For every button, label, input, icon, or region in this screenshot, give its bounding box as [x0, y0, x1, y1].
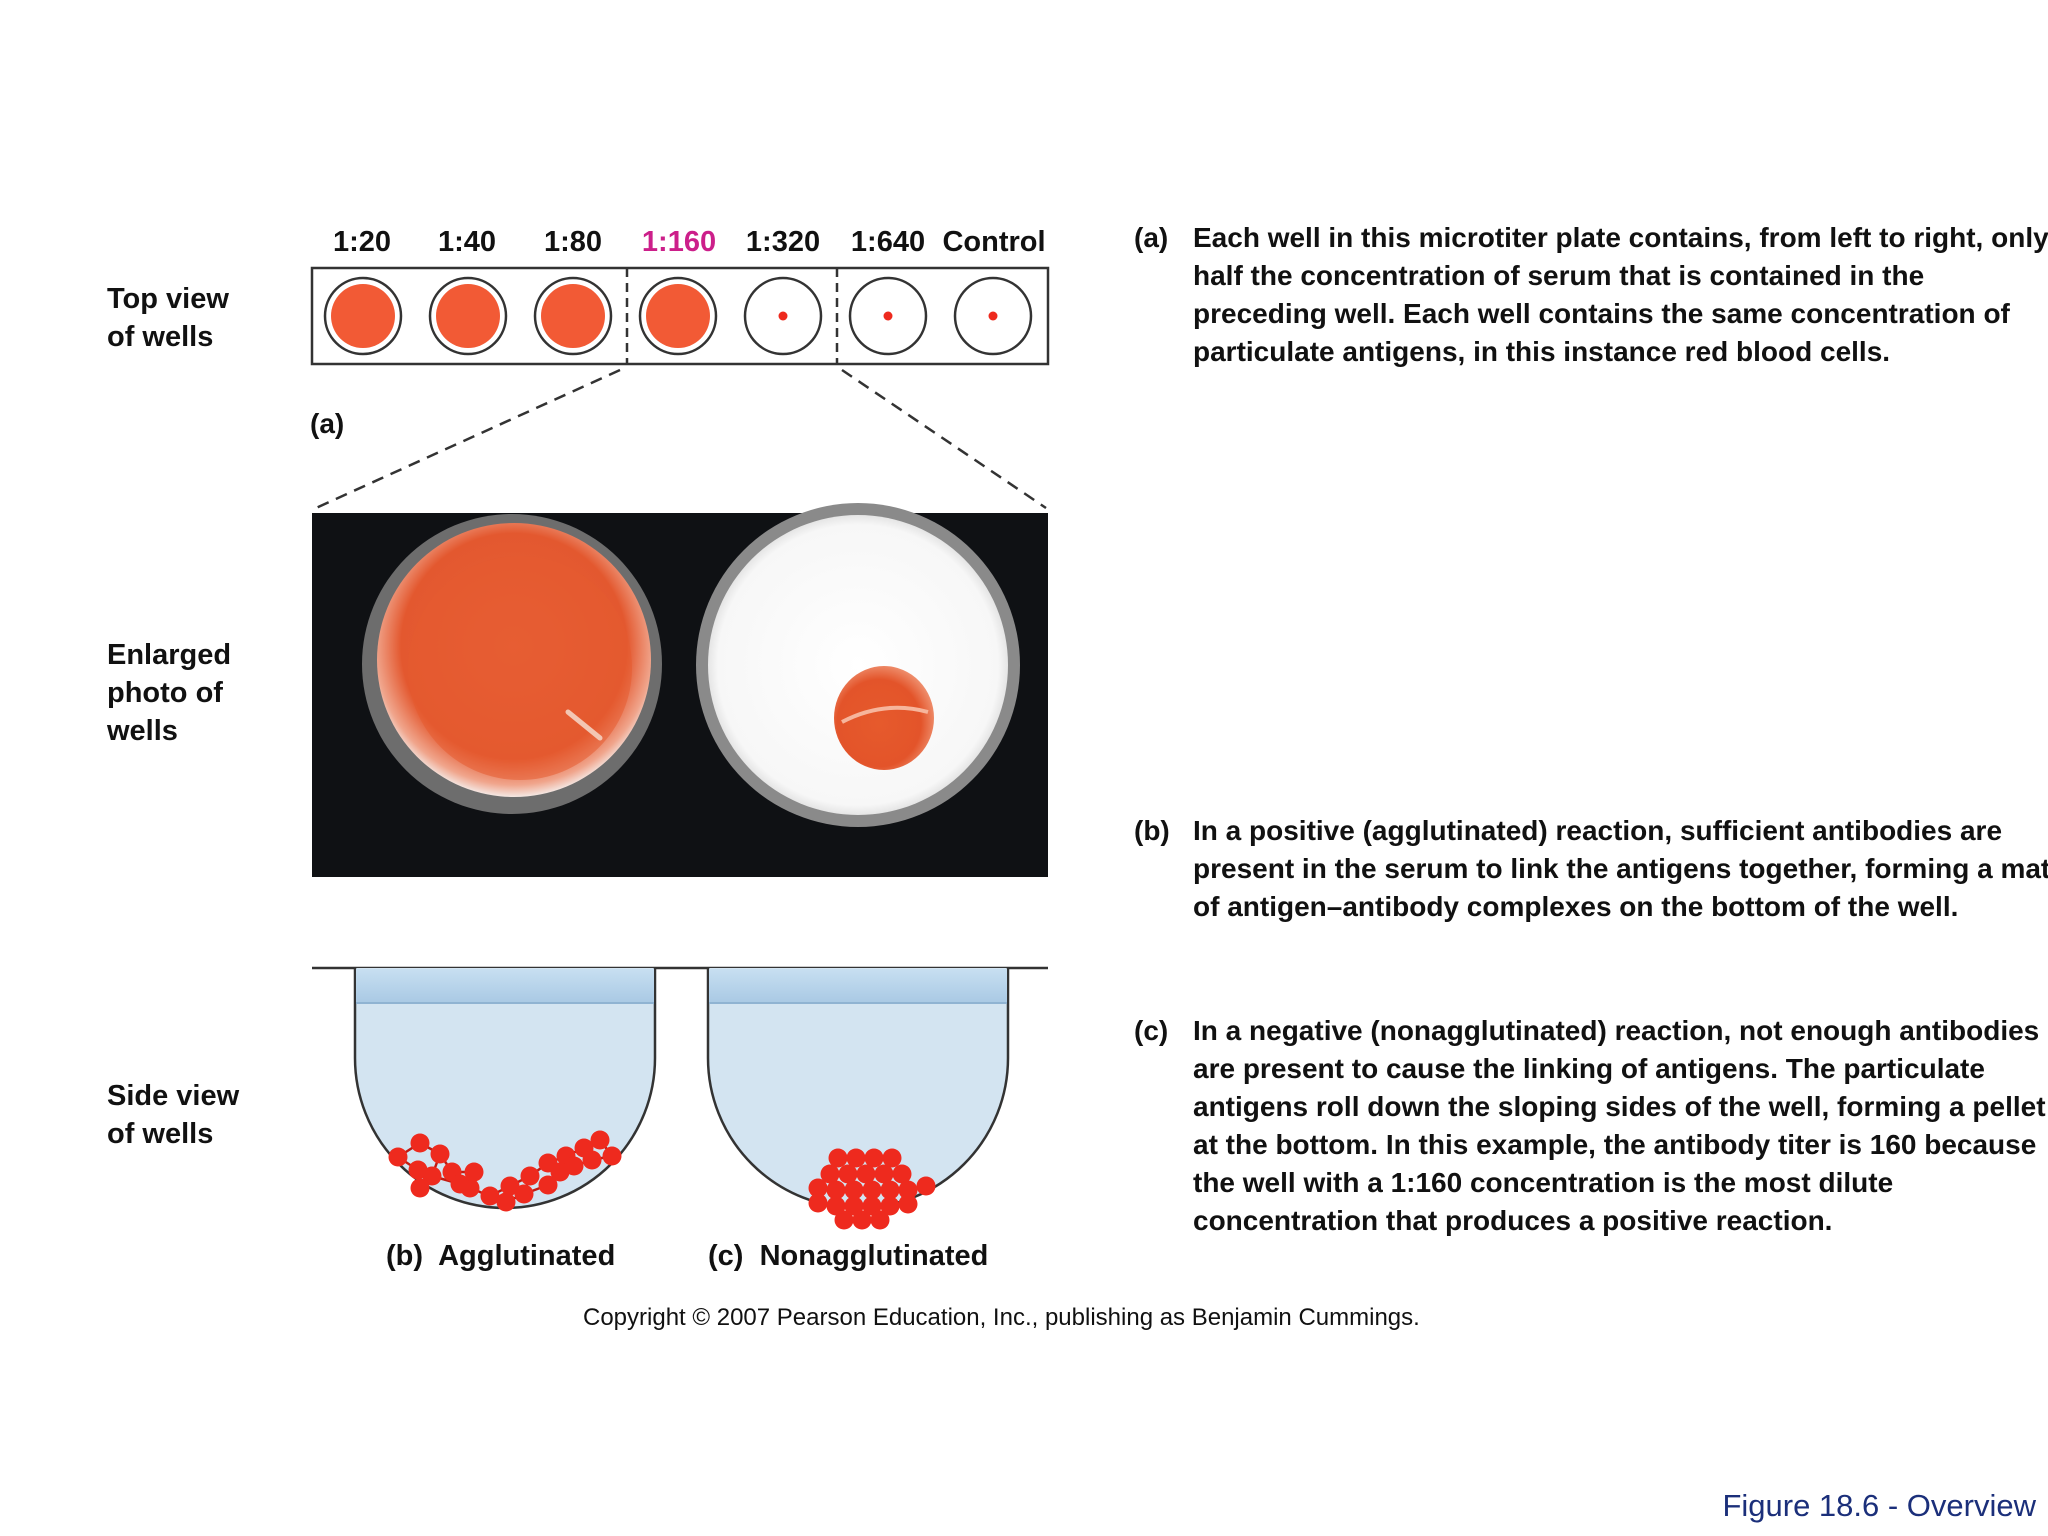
row-label-enlarged: Enlarged photo of wells: [107, 639, 232, 747]
well-1-640: [848, 276, 928, 356]
red-blood-cell: [856, 1164, 876, 1184]
red-blood-cell: [862, 1196, 882, 1216]
well-agglutinated-fill: [331, 284, 395, 348]
red-blood-cell: [880, 1196, 900, 1216]
description-c-text: In a negative (nonagglutinated) reaction…: [1193, 1015, 2046, 1236]
well-1-160: [638, 276, 718, 356]
red-blood-cell: [898, 1194, 918, 1214]
description-a-letter: (a): [1134, 222, 1169, 253]
well-control: [953, 276, 1033, 356]
red-blood-cell: [870, 1210, 890, 1230]
red-blood-cell: [388, 1147, 408, 1167]
well-pellet-dot: [778, 311, 788, 321]
red-blood-cell: [852, 1210, 872, 1230]
photo-pellet-highlight: [841, 705, 929, 724]
red-blood-cell: [844, 1180, 864, 1200]
photo-well-inner-shade: [408, 556, 632, 780]
pellet-cells: [808, 1148, 936, 1230]
description-c-letter: (c): [1134, 1015, 1169, 1046]
red-blood-cell: [838, 1164, 858, 1184]
well-pellet-dot: [883, 311, 893, 321]
red-blood-cell: [882, 1148, 902, 1168]
red-blood-cell: [422, 1166, 442, 1186]
red-blood-cell: [410, 1133, 430, 1153]
red-blood-cell: [582, 1150, 602, 1170]
photo-well-nonagglutinated: [708, 515, 1008, 815]
red-blood-cell: [808, 1178, 828, 1198]
description-b-letter: (b): [1134, 815, 1170, 846]
red-blood-cell: [916, 1176, 936, 1196]
description-a: (a) Each well in this microtiter plate c…: [1134, 219, 2048, 379]
red-blood-cell: [898, 1180, 918, 1200]
red-blood-cell: [834, 1210, 854, 1230]
dilution-label-1-20: 1:20: [332, 226, 392, 258]
well-pellet-dot: [988, 311, 998, 321]
red-blood-cell: [828, 1148, 848, 1168]
description-c: (c) In a negative (nonagglutinated) reac…: [1134, 1012, 2048, 1292]
red-blood-cell: [862, 1180, 882, 1200]
red-blood-cell: [892, 1164, 912, 1184]
red-blood-cell: [826, 1180, 846, 1200]
photo-pellet: [834, 666, 934, 770]
red-blood-cell: [450, 1174, 470, 1194]
side-view: [312, 966, 1048, 1230]
caption-nonagglutinated: (c) Nonagglutinated: [708, 1240, 989, 1272]
red-blood-cell: [410, 1178, 430, 1198]
panel-a-label: (a): [310, 408, 344, 439]
red-blood-cell: [880, 1180, 900, 1200]
row-label-top-view: Top view of wells: [107, 283, 229, 353]
red-blood-cell: [874, 1164, 894, 1184]
well-1-40: [428, 276, 508, 356]
red-blood-cell: [500, 1176, 520, 1196]
dilution-label-1-320: 1:320: [745, 226, 821, 258]
red-blood-cell: [846, 1148, 866, 1168]
red-blood-cell: [564, 1156, 584, 1176]
zoom-line-left: [315, 368, 621, 510]
red-blood-cell: [538, 1175, 558, 1195]
red-blood-cell: [480, 1186, 500, 1206]
dilution-label-1-40: 1:40: [437, 226, 497, 258]
red-blood-cell: [844, 1196, 864, 1216]
red-blood-cell: [496, 1192, 516, 1212]
red-blood-cell: [864, 1148, 884, 1168]
zoom-line-right: [841, 368, 1047, 510]
side-well-nonagglutinated-rim: [709, 969, 1007, 1003]
dilution-label-1-640: 1:640: [850, 226, 926, 258]
dilution-label-1-80: 1:80: [543, 226, 603, 258]
red-blood-cell: [820, 1164, 840, 1184]
description-a-text: Each well in this microtiter plate conta…: [1193, 222, 2048, 367]
red-blood-cell: [808, 1193, 828, 1213]
microtiter-plate: [310, 266, 1050, 366]
dilution-label-1-160: 1:160: [641, 226, 717, 258]
well-1-320: [743, 276, 823, 356]
description-b: (b) In a positive (agglutinated) reactio…: [1134, 812, 2048, 972]
caption-agglutinated: (b) Agglutinated: [386, 1240, 616, 1272]
red-blood-cell: [514, 1184, 534, 1204]
side-well-agglutinated-rim: [356, 969, 654, 1003]
dilution-label-control: Control: [942, 226, 1046, 258]
red-blood-cell: [826, 1196, 846, 1216]
well-1-20: [323, 276, 403, 356]
well-agglutinated-fill: [436, 284, 500, 348]
red-blood-cell: [430, 1144, 450, 1164]
well-agglutinated-fill: [541, 284, 605, 348]
copyright-notice: Copyright © 2007 Pearson Education, Inc.…: [583, 1304, 1420, 1331]
red-blood-cell: [520, 1166, 540, 1186]
red-blood-cell: [602, 1146, 622, 1166]
wells-top-view: [323, 276, 1033, 356]
figure-label: Figure 18.6 - Overview: [1722, 1488, 2036, 1523]
red-blood-cell: [464, 1162, 484, 1182]
red-blood-cell: [590, 1130, 610, 1150]
well-agglutinated-fill: [646, 284, 710, 348]
row-label-side-view: Side view of wells: [107, 1080, 240, 1150]
enlarged-photo: [312, 503, 1048, 877]
agglutinated-mat: [388, 1130, 622, 1212]
photo-streak: [565, 709, 603, 741]
description-b-text: In a positive (agglutinated) reaction, s…: [1193, 815, 2048, 922]
well-1-80: [533, 276, 613, 356]
